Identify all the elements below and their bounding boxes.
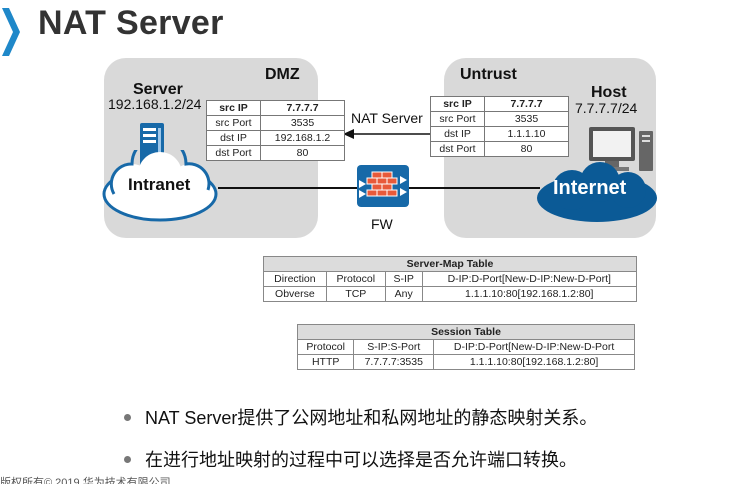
internet-cloud-icon <box>537 162 657 222</box>
table-cell: 1.1.1.10 <box>484 126 569 142</box>
column-header: D-IP:D-Port[New-D-IP:New-D-Port] <box>421 271 637 287</box>
dmz-packet-table: src IP 7.7.7.7 src Port 3535 dst IP 192.… <box>206 100 345 161</box>
host-label: Host <box>591 84 627 101</box>
table-cell: dst Port <box>206 145 261 161</box>
table-row: dst Port 80 <box>206 145 345 161</box>
table-cell: Obverse <box>263 286 327 302</box>
table-cell: dst IP <box>430 126 485 142</box>
column-header: S-IP:S-Port <box>353 339 435 355</box>
table-cell: dst IP <box>206 130 261 146</box>
page-title: NAT Server <box>38 4 224 42</box>
nat-arrow-icon <box>343 129 430 139</box>
server-label: Server <box>133 81 183 98</box>
table-cell: 3535 <box>484 111 569 127</box>
table-row: src IP 7.7.7.7 <box>206 100 345 116</box>
bullet-dot-icon <box>124 455 131 463</box>
table-cell: TCP <box>325 286 386 302</box>
column-header: Protocol <box>296 339 355 355</box>
table-cell: src Port <box>206 115 261 131</box>
firewall-icon <box>357 165 409 207</box>
copyright-footer: 版权所有© 2019 华为技术有限公司 <box>0 477 171 484</box>
untrust-packet-table: src IP 7.7.7.7 src Port 3535 dst IP 1.1.… <box>430 96 569 157</box>
table-cell: src IP <box>430 96 485 112</box>
table-cell: Any <box>384 286 423 302</box>
table-cell: 7.7.7.7 <box>484 96 569 112</box>
title-chevron-icon <box>2 8 20 56</box>
table-cell: 80 <box>260 145 345 161</box>
fw-label: FW <box>371 216 393 232</box>
nat-server-label: NAT Server <box>351 110 423 126</box>
session-table: Session Table Protocol S-IP:S-Port D-IP:… <box>296 324 635 370</box>
table-cell: dst Port <box>430 141 485 157</box>
table-cell: 192.168.1.2 <box>260 130 345 146</box>
table-cell: 1.1.1.10:80[192.168.1.2:80] <box>433 354 635 370</box>
table-row: src Port 3535 <box>430 111 569 127</box>
dmz-label: DMZ <box>265 66 300 83</box>
column-header: Protocol <box>325 271 386 287</box>
intranet-cloud-icon <box>102 150 218 222</box>
table-header-row: Protocol S-IP:S-Port D-IP:D-Port[New-D-I… <box>296 339 635 355</box>
column-header: S-IP <box>384 271 423 287</box>
table-row: HTTP 7.7.7.7:3535 1.1.1.10:80[192.168.1.… <box>296 354 635 370</box>
session-table-caption: Session Table <box>297 324 635 340</box>
table-row: dst IP 1.1.1.10 <box>430 126 569 142</box>
table-cell: src IP <box>206 100 261 116</box>
table-row: Obverse TCP Any 1.1.1.10:80[192.168.1.2:… <box>263 286 637 302</box>
intranet-label: Intranet <box>128 175 191 194</box>
column-header: Direction <box>263 271 327 287</box>
server-map-table: Server-Map Table Direction Protocol S-IP… <box>263 256 637 302</box>
bullet-text: 在进行地址映射的过程中可以选择是否允许端口转换。 <box>145 450 577 470</box>
table-cell: 7.7.7.7 <box>260 100 345 116</box>
internet-label: Internet <box>553 177 627 199</box>
intranet-fw-link <box>218 187 358 189</box>
host-ip: 7.7.7.7/24 <box>575 100 638 116</box>
table-row: dst IP 192.168.1.2 <box>206 130 345 146</box>
server-ip: 192.168.1.2/24 <box>108 96 202 112</box>
table-cell: HTTP <box>296 354 355 370</box>
table-header-row: Direction Protocol S-IP D-IP:D-Port[New-… <box>263 271 637 287</box>
table-row: src IP 7.7.7.7 <box>430 96 569 112</box>
column-header: D-IP:D-Port[New-D-IP:New-D-Port <box>433 339 635 355</box>
table-row: dst Port 80 <box>430 141 569 157</box>
server-map-caption: Server-Map Table <box>263 256 637 272</box>
bullet-item: 在进行地址映射的过程中可以选择是否允许端口转换。 <box>124 446 577 472</box>
bullet-dot-icon <box>124 413 131 421</box>
table-cell: 7.7.7.7:3535 <box>353 354 435 370</box>
table-cell: src Port <box>430 111 485 127</box>
fw-internet-link <box>408 187 540 189</box>
table-cell: 3535 <box>260 115 345 131</box>
bullet-item: NAT Server提供了公网地址和私网地址的静态映射关系。 <box>124 404 597 430</box>
bullet-text: NAT Server提供了公网地址和私网地址的静态映射关系。 <box>145 408 598 428</box>
table-row: src Port 3535 <box>206 115 345 131</box>
untrust-label: Untrust <box>460 66 517 83</box>
table-cell: 80 <box>484 141 569 157</box>
table-cell: 1.1.1.10:80[192.168.1.2:80] <box>421 286 637 302</box>
